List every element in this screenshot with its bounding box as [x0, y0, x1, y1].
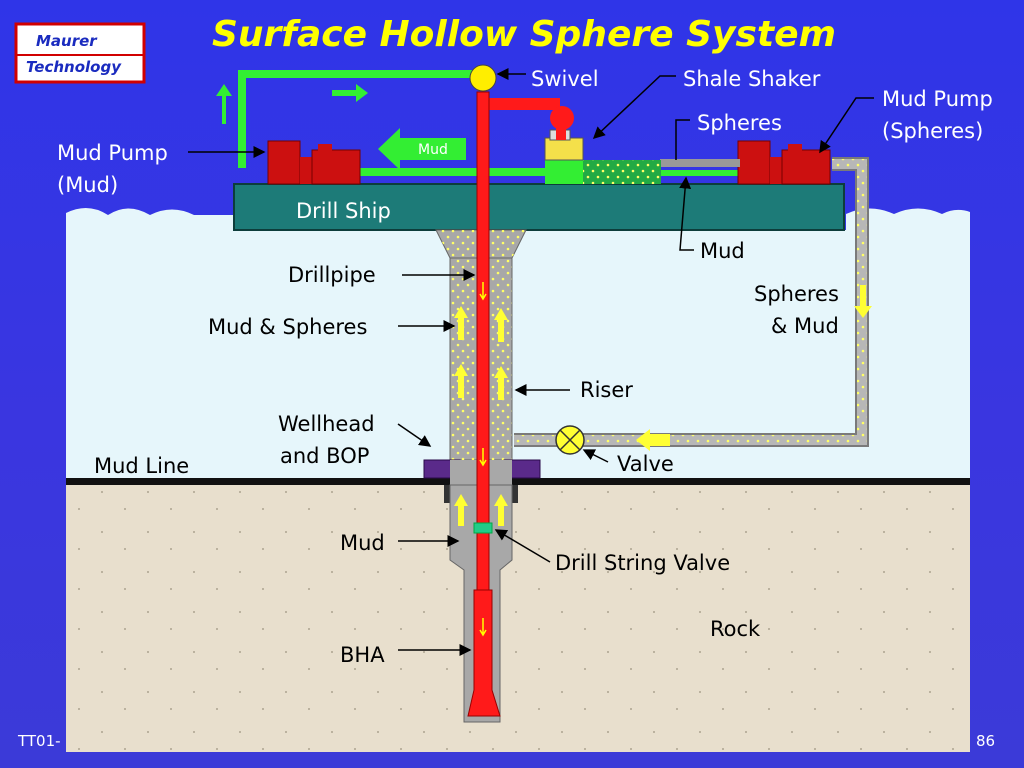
- spheres-line: [660, 159, 740, 167]
- mud-return-label: Mud: [700, 239, 745, 263]
- pipe-flow-arrow: [479, 282, 487, 301]
- footer-left: TT01-: [17, 732, 61, 750]
- mud-pump-mud-label-2: (Mud): [57, 173, 118, 197]
- mud-pump-spheres-label-2: (Spheres): [882, 119, 983, 143]
- drill-ship: [233, 183, 845, 231]
- mud-line-label: Mud Line: [94, 454, 189, 478]
- casing: [444, 485, 450, 503]
- shale-shaker-label: Shale Shaker: [683, 67, 821, 91]
- mud-pump-mud-label-1: Mud Pump: [57, 141, 168, 165]
- wellhead-label-2: and BOP: [280, 444, 369, 468]
- spheres-mud-label-2: & Mud: [771, 314, 839, 338]
- page-title: Surface Hollow Sphere System: [212, 14, 836, 55]
- drill-string-valve: [473, 522, 493, 534]
- rock-label: Rock: [710, 617, 761, 641]
- annulus-flow-arrows: [454, 306, 508, 526]
- mud-flow-arrow: [378, 128, 466, 170]
- spheres-label: Spheres: [697, 111, 782, 135]
- riser-label: Riser: [580, 378, 633, 402]
- mud-spheres-label: Mud & Spheres: [208, 315, 367, 339]
- page-number: 86: [976, 732, 995, 750]
- swivel-label: Swivel: [531, 67, 599, 91]
- mud-return-line: [238, 70, 484, 168]
- drillpipe-label: Drillpipe: [288, 263, 376, 287]
- bha: [467, 589, 501, 717]
- wellhead-label-1: Wellhead: [278, 412, 375, 436]
- mud-arrow-label: Mud: [418, 142, 448, 158]
- sea-water: [66, 207, 970, 479]
- valve-label: Valve: [617, 452, 674, 476]
- mud-line: [66, 478, 970, 485]
- drillpipe: [476, 91, 490, 593]
- mud-pump-spheres-label-1: Mud Pump: [882, 87, 993, 111]
- flow-arrow-down: [854, 285, 872, 318]
- flow-arrow-up: [216, 84, 232, 124]
- mud-pump-mud: [267, 140, 361, 185]
- mud-pump-spheres: [737, 140, 831, 185]
- svg-text:Maurer: Maurer: [36, 32, 98, 50]
- gooseneck: [550, 106, 574, 130]
- mud-annulus-label: Mud: [340, 531, 385, 555]
- maurer-logo: Maurer Technology: [14, 22, 146, 84]
- bha-label: BHA: [340, 643, 385, 667]
- flow-arrow-left: [636, 429, 670, 451]
- svg-text:Technology: Technology: [26, 58, 122, 76]
- drill-ship-label: Drill Ship: [296, 199, 391, 223]
- drill-string-valve-label: Drill String Valve: [555, 551, 730, 575]
- shale-shaker: [544, 129, 661, 184]
- spheres-mud-label-1: Spheres: [754, 282, 839, 306]
- flow-arrow-right: [332, 84, 368, 102]
- swivel: [469, 64, 497, 92]
- valve: [555, 425, 585, 455]
